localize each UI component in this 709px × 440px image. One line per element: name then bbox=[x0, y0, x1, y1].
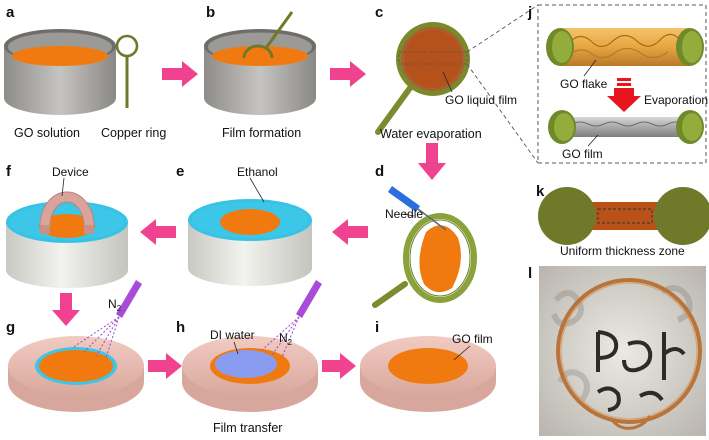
arrow-a-to-b bbox=[162, 61, 198, 87]
panel-g: g N2 bbox=[6, 280, 144, 412]
gas-label-h: N bbox=[279, 331, 288, 345]
go-flake-annotation: GO flake bbox=[560, 77, 608, 91]
arrow-h-to-i bbox=[322, 353, 356, 379]
panel-j-label: j bbox=[527, 4, 532, 21]
svg-text:N2: N2 bbox=[108, 297, 122, 313]
ring-with-liquid-film bbox=[375, 22, 470, 135]
panel-k-label: k bbox=[536, 183, 545, 200]
film-transfer-caption: Film transfer bbox=[213, 421, 282, 435]
ring-cut-by-needle bbox=[372, 213, 477, 308]
ethanol-annotation: Ethanol bbox=[237, 165, 278, 179]
go-flake-cylinder bbox=[546, 28, 704, 66]
copper-ring-icon bbox=[115, 34, 139, 108]
panel-l-label: l bbox=[528, 265, 532, 282]
evaporation-arrow-icon bbox=[607, 78, 641, 112]
arrow-f-to-g bbox=[52, 293, 80, 326]
panel-k: k Uniform thickness zone bbox=[536, 183, 709, 258]
arrow-e-to-f bbox=[140, 219, 176, 245]
panel-h-label: h bbox=[176, 319, 185, 336]
panel-g-label: g bbox=[6, 319, 15, 336]
copper-ring-dipping-icon bbox=[242, 11, 294, 59]
panel-c-label: c bbox=[375, 4, 383, 21]
panel-a: a GO solution Copper ring bbox=[4, 4, 166, 140]
go-solution-caption: GO solution bbox=[14, 126, 80, 140]
copper-ring-caption: Copper ring bbox=[101, 126, 166, 140]
panel-j: j GO flake Evaporation GO film bbox=[527, 4, 708, 164]
go-solution-surface bbox=[12, 46, 108, 66]
nitrogen-nozzle-h-icon bbox=[261, 280, 322, 358]
gas-label-g: N bbox=[108, 297, 117, 311]
gas-sub-g: 2 bbox=[117, 304, 122, 313]
evaporation-annotation: Evaporation bbox=[644, 93, 708, 107]
go-liquid-film-annotation: GO liquid film bbox=[445, 93, 517, 107]
transferred-go-film bbox=[388, 348, 468, 384]
uniform-thickness-caption: Uniform thickness zone bbox=[560, 244, 685, 258]
film-formation-caption: Film formation bbox=[222, 126, 301, 140]
go-film-annotation-i: GO film bbox=[452, 332, 493, 346]
panel-i-label: i bbox=[375, 319, 379, 336]
go-film-cylinder bbox=[548, 110, 704, 144]
beaker-go-solution bbox=[4, 29, 116, 115]
panel-a-label: a bbox=[6, 4, 15, 21]
panel-h: h N2 DI water Film transfer bbox=[176, 280, 322, 435]
svg-text:N2: N2 bbox=[279, 331, 293, 347]
ring-uniform-zone bbox=[538, 187, 709, 245]
panel-f-label: f bbox=[6, 163, 12, 180]
ethanol-bath bbox=[188, 199, 312, 286]
panel-b: b Film formation bbox=[204, 4, 316, 140]
arrow-b-to-c bbox=[330, 61, 366, 87]
panel-c: c GO liquid film Water evaporation bbox=[375, 4, 539, 164]
go-film-floating bbox=[220, 209, 280, 235]
substrate-h bbox=[182, 336, 318, 412]
substrate-i bbox=[360, 336, 496, 412]
panel-d-label: d bbox=[375, 163, 384, 180]
go-film-annotation-j: GO film bbox=[562, 147, 603, 161]
panel-b-label: b bbox=[206, 4, 215, 21]
needle-annotation: Needle bbox=[385, 207, 423, 221]
photo-go-film-ring bbox=[539, 266, 706, 436]
device-annotation: Device bbox=[52, 165, 89, 179]
panel-i: i GO film bbox=[360, 319, 496, 412]
needle-icon bbox=[388, 186, 447, 231]
substrate-g bbox=[8, 336, 144, 412]
arrow-g-to-h bbox=[148, 353, 182, 379]
panel-e-label: e bbox=[176, 163, 184, 180]
ethanol-bath-with-device bbox=[6, 191, 128, 288]
arrow-d-to-e bbox=[332, 219, 368, 245]
panel-e: e Ethanol bbox=[176, 163, 312, 286]
beaker-film-formation bbox=[204, 29, 316, 115]
di-water-droplet bbox=[215, 350, 277, 378]
di-water-annotation: DI water bbox=[210, 328, 255, 342]
water-evaporation-caption: Water evaporation bbox=[380, 127, 482, 141]
go-liquid-film bbox=[404, 30, 462, 88]
gas-sub-h: 2 bbox=[288, 338, 293, 347]
nitrogen-nozzle-icon bbox=[71, 280, 142, 359]
panel-l: l bbox=[528, 265, 706, 436]
arrow-c-to-d bbox=[418, 143, 446, 180]
device-icon bbox=[39, 191, 95, 227]
panel-d: d Needle bbox=[372, 163, 477, 308]
panel-f: f Device bbox=[6, 163, 128, 288]
